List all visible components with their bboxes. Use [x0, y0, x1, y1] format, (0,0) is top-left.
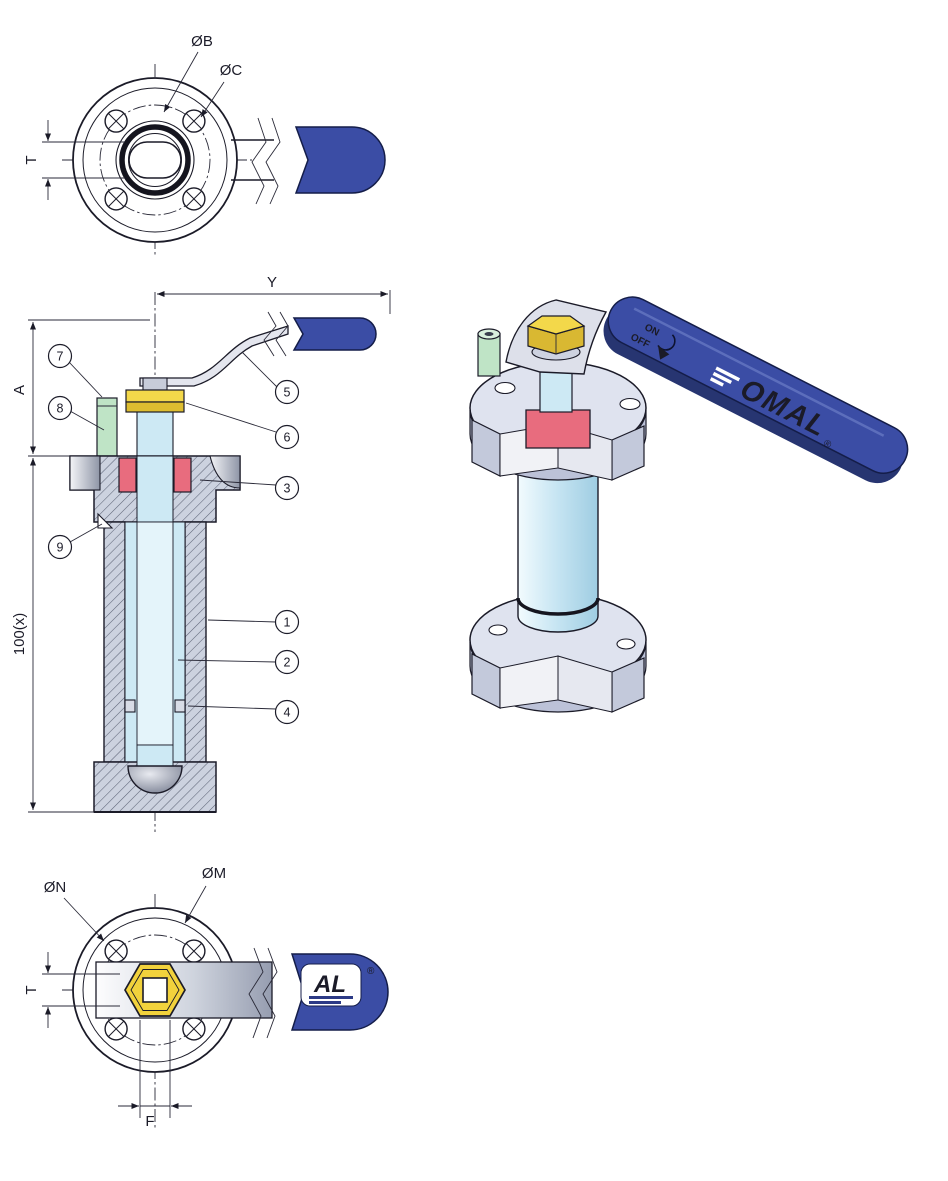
- bolt-circle: [99, 104, 211, 216]
- ball-section: [127, 765, 183, 794]
- bolt-holes-top-view: [104, 109, 206, 211]
- stem-seal-right: [173, 457, 192, 493]
- bore-outlet: [136, 744, 174, 767]
- dim-label-dia-m: ØM: [202, 865, 226, 882]
- dim-label-dia-c: ØC: [220, 62, 243, 79]
- bottom-hex-nut: [124, 963, 186, 1017]
- bolt-holes-bottom-view: [104, 939, 206, 1041]
- dim-f: F: [118, 1020, 192, 1130]
- stem-seal-left: [118, 457, 137, 493]
- callout-circle-8: [47, 395, 73, 421]
- dim-label-t-top: T: [23, 155, 40, 164]
- rotate-arrow-icon: [657, 334, 676, 360]
- iso-bolt-hole: [616, 638, 636, 650]
- dim-dia-n: ØN: [44, 879, 105, 942]
- registered-mark-bottom: ®: [367, 966, 375, 977]
- break-line: [248, 947, 264, 1039]
- body-wall-left: [103, 521, 126, 763]
- iso-bolt-hole: [619, 397, 641, 411]
- callout-label-8: 8: [57, 402, 64, 416]
- stem-bore-section: [136, 455, 174, 523]
- stop-pin-section: [96, 397, 118, 457]
- iso-body-cylinder: [517, 435, 599, 633]
- dim-y: Y: [157, 274, 391, 314]
- handle-end-bottom-view: AL ®: [290, 953, 389, 1031]
- dim-label-t-bottom: T: [23, 985, 40, 994]
- flange-inner-circle: [82, 87, 228, 233]
- break-line: [263, 311, 277, 357]
- iso-handle-highlight: [633, 307, 885, 437]
- dim-100x: 100(x): [11, 458, 94, 813]
- dim-a: A: [11, 319, 150, 457]
- dim-label-dia-n: ØN: [44, 879, 67, 896]
- callout-label-2: 2: [284, 656, 291, 670]
- break-line: [251, 117, 267, 205]
- callout-circle-3: [274, 475, 300, 501]
- callout-label-1: 1: [284, 616, 291, 630]
- iso-stop-pin: [477, 328, 501, 377]
- iso-oring: [516, 597, 600, 616]
- square-drive-hole: [142, 977, 168, 1003]
- logo-plate: [300, 963, 362, 1007]
- stem-nut-upper: [125, 389, 185, 403]
- logo-stripe: [309, 1001, 341, 1004]
- flange-gray-block-right: [209, 455, 241, 489]
- inner-tube: [136, 521, 174, 746]
- dim-dia-m: ØM: [184, 865, 226, 924]
- top-view: ØB ØC T: [23, 33, 386, 256]
- handle-end-top-view: [294, 126, 386, 194]
- stem-nut-lower: [125, 401, 185, 413]
- callout-circle-2: [274, 649, 300, 675]
- brand-logo-partial: AL: [313, 971, 346, 998]
- dim-label-100x: 100(x): [11, 613, 28, 656]
- bottom-view: AL ® ØN ØM T F: [23, 865, 389, 1130]
- callout-bubbles: 7 8 5 6 3 9 1 2 4: [47, 343, 300, 725]
- iso-bolt-hole: [488, 624, 508, 636]
- dim-label-a: A: [11, 385, 28, 395]
- stem-screw-cap: [142, 377, 168, 391]
- iso-stem-nut: [526, 315, 586, 361]
- dim-t-bottom: T: [23, 952, 120, 1028]
- logo-stripe: [309, 996, 353, 999]
- iso-view: ON OFF OMAL ®: [469, 296, 909, 713]
- dim-dia-c: ØC: [200, 62, 243, 118]
- callout-circle-4: [274, 699, 300, 725]
- callout-circle-1: [274, 609, 300, 635]
- flange-gray-block-left: [69, 455, 101, 491]
- iso-bottom-cut-face-right: [557, 655, 613, 713]
- dim-label-f: F: [145, 1113, 154, 1130]
- stem-slot: [128, 141, 182, 179]
- stem-retaining-ring: [119, 124, 191, 196]
- dim-dia-b: ØB: [163, 33, 213, 113]
- body-wall-right: [184, 521, 207, 763]
- iso-handle-top: [607, 296, 909, 474]
- handle-bracket-section: [139, 325, 289, 387]
- oring-left: [124, 699, 136, 713]
- callout-label-5: 5: [284, 386, 291, 400]
- callout-label-6: 6: [284, 431, 291, 445]
- callout-circle-5: [274, 379, 300, 405]
- callout-label-3: 3: [284, 482, 291, 496]
- callout-circle-7: [47, 343, 73, 369]
- dim-label-dia-b: ØB: [191, 33, 213, 50]
- iso-bottom-flange: [469, 593, 647, 713]
- dim-label-y: Y: [267, 274, 277, 291]
- callout-label-4: 4: [284, 706, 291, 720]
- callout-label-9: 9: [57, 541, 64, 555]
- iso-seal-band: [525, 409, 591, 449]
- break-line: [262, 947, 278, 1039]
- break-line: [275, 311, 289, 357]
- callout-circle-6: [274, 424, 300, 450]
- break-line: [265, 117, 281, 205]
- callouts: [68, 351, 278, 710]
- callout-label-7: 7: [57, 350, 64, 364]
- section-view: Y: [11, 274, 391, 832]
- callout-circle-9: [47, 534, 73, 560]
- handle-end-section: [292, 317, 377, 351]
- iso-handle: ON OFF OMAL ®: [603, 296, 909, 484]
- dim-t-top: T: [23, 120, 125, 200]
- oring-right: [174, 699, 186, 713]
- iso-bolt-hole: [494, 381, 516, 395]
